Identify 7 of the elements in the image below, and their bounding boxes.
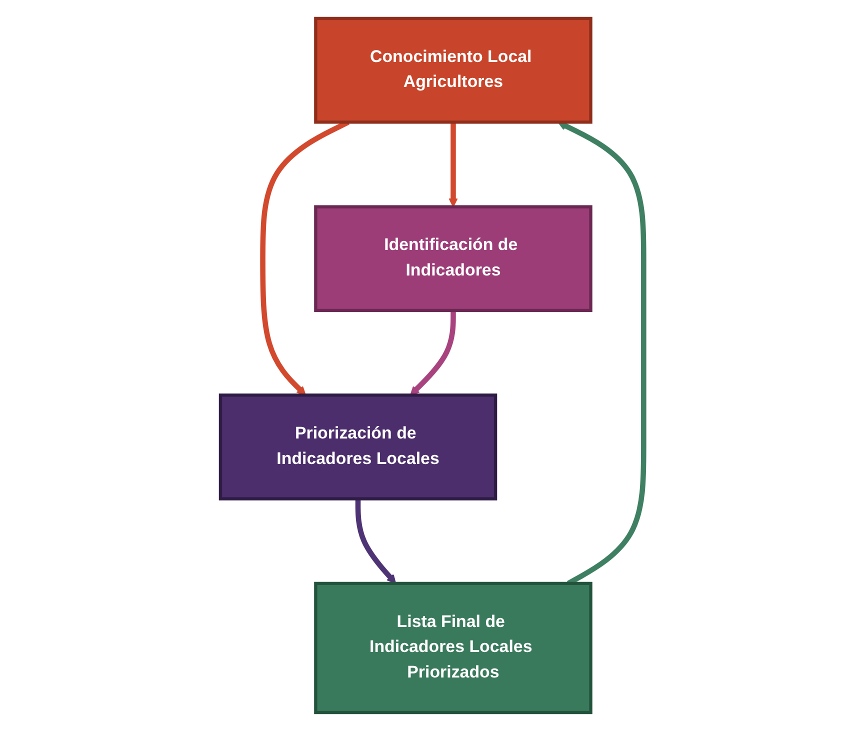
arrow xyxy=(410,310,456,396)
node-box: Conocimiento Local Agricultores xyxy=(314,16,593,124)
node-box: Lista Final de Indicadores Locales Priorizados xyxy=(314,582,593,714)
node-box: Priorización de Indicadores Locales xyxy=(219,394,498,500)
arrow xyxy=(449,122,458,208)
node-box: Identificación de Indicadores xyxy=(314,205,593,312)
arrow xyxy=(356,498,397,584)
